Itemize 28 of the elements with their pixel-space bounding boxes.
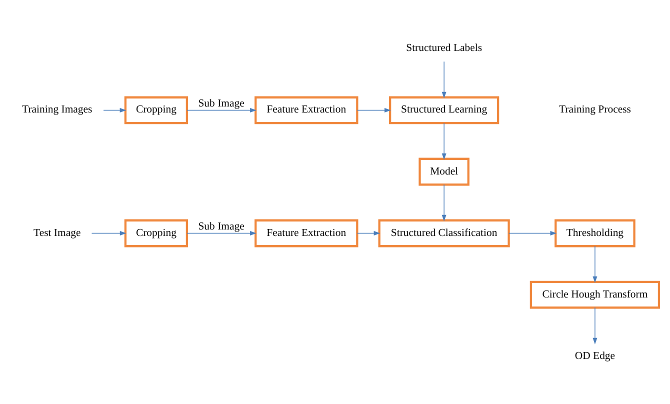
arrow xyxy=(91,230,126,235)
node-box: Structured Classification xyxy=(378,218,510,247)
node-box: Feature Extraction xyxy=(254,96,358,124)
label: Training Process xyxy=(558,103,631,116)
arrow xyxy=(186,107,256,112)
node-box: Model xyxy=(418,157,470,186)
arrow xyxy=(508,230,557,235)
node-text: Training Images xyxy=(22,103,92,116)
arrow xyxy=(103,107,126,112)
arrow xyxy=(356,230,380,235)
node-text: Structured Labels xyxy=(406,42,482,54)
node-text: OD Edge xyxy=(574,349,616,362)
arrow xyxy=(356,107,391,112)
edge-label: Sub Image xyxy=(198,97,244,110)
arrow xyxy=(592,306,598,344)
node-box: Cropping xyxy=(124,218,188,247)
arrow xyxy=(442,122,446,160)
arrow xyxy=(442,184,446,221)
node-box: Cropping xyxy=(124,96,188,124)
arrow xyxy=(186,230,256,235)
edge-label: Sub Image xyxy=(198,220,244,232)
node-box: Structured Learning xyxy=(389,96,500,124)
node-box: Feature Extraction xyxy=(254,218,358,247)
node-box: Thresholding xyxy=(554,218,636,247)
node-box: Circle Hough Transform xyxy=(530,280,660,308)
node-text: Test Image xyxy=(34,226,81,238)
arrow xyxy=(592,245,598,282)
arrow xyxy=(442,60,446,98)
